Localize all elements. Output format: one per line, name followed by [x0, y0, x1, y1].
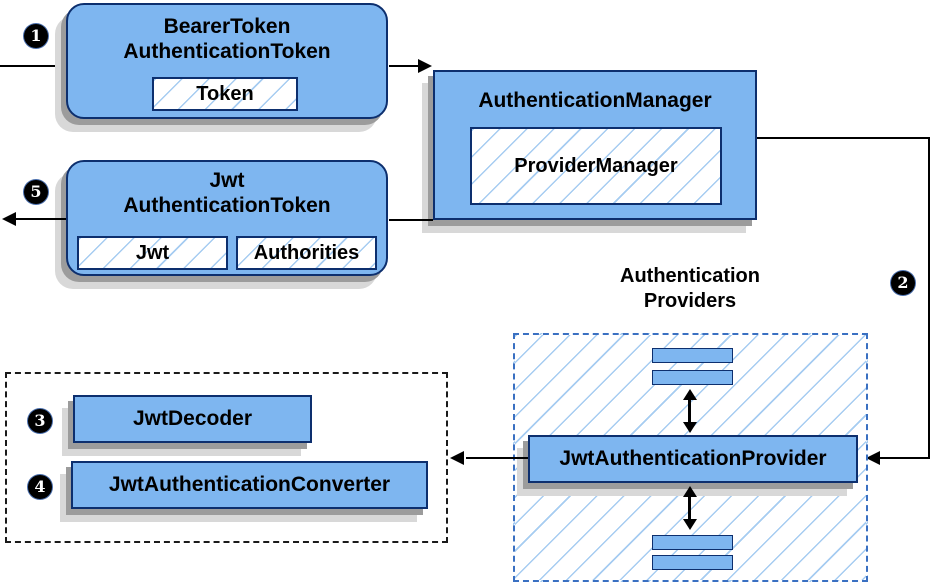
- jwt-authentication-provider-node: JwtAuthenticationProvider: [528, 435, 858, 483]
- flow-line-step2-vertical: [928, 137, 930, 459]
- jwt-token-title: Jwt AuthenticationToken: [68, 162, 386, 218]
- step-5-badge: 5: [24, 180, 48, 204]
- provider-manager-field: ProviderManager: [470, 127, 722, 205]
- provider-slot-bar: [652, 555, 733, 570]
- arrowhead-left-icon: [866, 451, 880, 465]
- authorities-field: Authorities: [236, 236, 377, 270]
- step-1-badge: 1: [24, 24, 48, 48]
- bearer-token-title: BearerToken AuthenticationToken: [68, 5, 386, 64]
- arrowhead-left-icon: [450, 451, 464, 465]
- step-4-badge: 4: [28, 475, 52, 499]
- flow-line-outgoing: [14, 218, 66, 220]
- step-2-badge: 2: [891, 271, 915, 295]
- token-field: Token: [152, 77, 298, 111]
- double-arrow-icon: [683, 389, 697, 433]
- arrowhead-left-icon: [2, 212, 16, 226]
- arrowhead-up-icon: [683, 486, 697, 497]
- authentication-providers-group: JwtAuthenticationProvider: [513, 333, 868, 582]
- jwt-field: Jwt: [77, 236, 228, 270]
- jwt-token-title-line2: AuthenticationToken: [123, 194, 331, 217]
- arrowhead-down-icon: [683, 422, 697, 433]
- flow-line-bearer-to-manager: [389, 65, 418, 67]
- bearer-token-title-line1: BearerToken: [163, 15, 291, 38]
- flow-line-incoming: [0, 65, 66, 67]
- jwt-token-title-line1: Jwt: [209, 169, 245, 192]
- flow-line-provider-to-components: [466, 457, 528, 459]
- step-3-badge: 3: [28, 409, 52, 433]
- authentication-manager-title: AuthenticationManager: [478, 89, 712, 112]
- arrowhead-up-icon: [683, 389, 697, 400]
- flow-line-step2-horizontal-top: [757, 137, 930, 139]
- provider-slot-bar: [652, 370, 733, 385]
- authentication-providers-label-line2: Providers: [643, 290, 737, 312]
- double-arrow-icon: [683, 486, 697, 530]
- jwt-decoder-node: JwtDecoder: [73, 395, 312, 443]
- authentication-providers-label-line1: Authentication: [620, 265, 760, 287]
- authentication-providers-label: Authentication Providers: [590, 264, 790, 314]
- provider-slot-bar: [652, 348, 733, 363]
- flow-line-manager-to-jwt-token: [389, 219, 433, 221]
- arrowhead-down-icon: [683, 519, 697, 530]
- authentication-manager-node: AuthenticationManager ProviderManager: [433, 70, 757, 220]
- flow-line-step2-horizontal-bottom: [880, 457, 930, 459]
- jwt-authentication-converter-node: JwtAuthenticationConverter: [71, 461, 428, 509]
- arrowhead-right-icon: [418, 59, 432, 73]
- provider-slot-bar: [652, 535, 733, 550]
- bearer-token-authentication-token-node: BearerToken AuthenticationToken Token: [66, 3, 388, 119]
- bearer-token-title-line2: AuthenticationToken: [123, 40, 331, 63]
- jwt-authentication-token-node: Jwt AuthenticationToken Jwt Authorities: [66, 160, 388, 276]
